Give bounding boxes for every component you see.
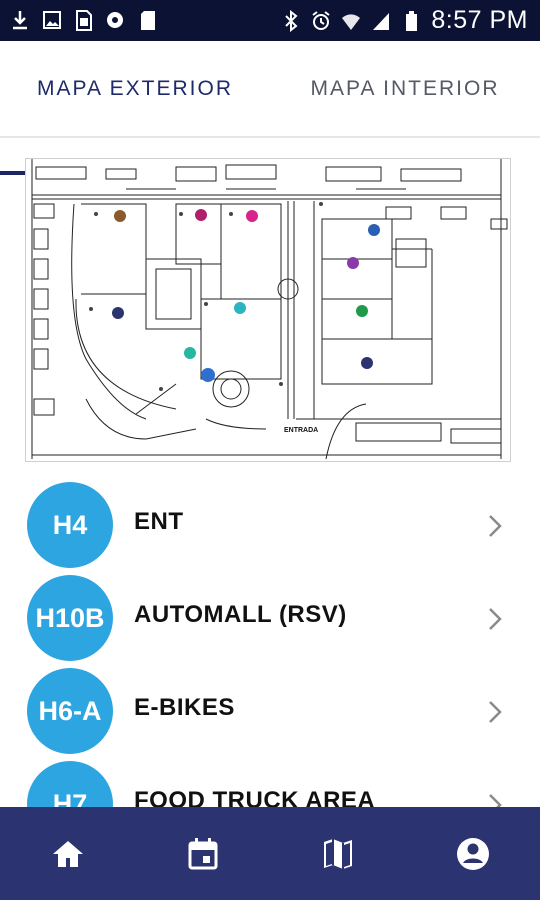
exterior-map[interactable]: ENTRADA	[25, 158, 511, 462]
location-row-h7[interactable]: H7 FOOD TRUCK AREA	[0, 757, 540, 807]
location-name: FOOD TRUCK AREA	[134, 787, 376, 807]
location-row-h6a[interactable]: H6-A E-BIKES	[0, 664, 540, 756]
voicemail-icon	[107, 12, 123, 28]
chevron-right-icon	[489, 515, 502, 537]
map-marker-h11[interactable]	[356, 305, 368, 317]
alarm-icon	[312, 10, 330, 30]
chevron-right-icon	[489, 701, 502, 723]
location-name: E-BIKES	[134, 694, 235, 721]
tab-mapa-interior[interactable]: MAPA INTERIOR	[310, 76, 500, 100]
sd-card-icon	[141, 11, 155, 30]
map-marker-h7[interactable]	[112, 307, 124, 319]
location-code-badge: H10B	[27, 575, 113, 661]
nav-calendar-button[interactable]	[183, 835, 223, 873]
nav-home-button[interactable]	[48, 835, 88, 873]
tab-mapa-exterior[interactable]: MAPA EXTERIOR	[37, 76, 233, 100]
nav-account-button[interactable]	[453, 835, 493, 873]
signal-icon	[373, 12, 390, 30]
location-row-h10b[interactable]: H10B AUTOMALL (RSV)	[0, 571, 540, 663]
status-bar: 8:57 PM	[0, 0, 540, 41]
bluetooth-icon	[285, 9, 298, 32]
home-icon	[53, 841, 83, 867]
sim-card-icon	[76, 10, 92, 31]
calendar-icon	[188, 838, 218, 870]
location-list: H4 ENT H10B AUTOMALL (RSV) H6-A E-BIKES …	[0, 470, 540, 807]
map-entrance-label: ENTRADA	[284, 427, 318, 434]
map-marker-h8[interactable]	[114, 210, 126, 222]
location-row-h4[interactable]: H4 ENT	[0, 478, 540, 570]
location-code-badge: H4	[27, 482, 113, 568]
location-name: ENT	[134, 508, 184, 535]
map-marker-h2[interactable]	[347, 257, 359, 269]
map-icon	[324, 839, 352, 869]
battery-icon	[406, 10, 418, 31]
location-code-badge: H7	[27, 761, 113, 807]
map-marker-h4[interactable]	[361, 357, 373, 369]
location-code-badge: H6-A	[27, 668, 113, 754]
chevron-right-icon	[489, 608, 502, 630]
account-icon	[457, 838, 489, 870]
map-marker-h3[interactable]	[368, 224, 380, 236]
nav-map-button[interactable]	[318, 835, 358, 873]
location-name: AUTOMALL (RSV)	[134, 601, 347, 628]
chevron-right-icon	[489, 794, 502, 807]
download-icon	[13, 11, 27, 30]
tab-bar: MAPA EXTERIOR MAPA INTERIOR	[0, 41, 540, 175]
map-marker-h5[interactable]	[234, 302, 246, 314]
map-marker-h6a[interactable]	[184, 347, 196, 359]
map-marker-h10[interactable]	[201, 368, 215, 382]
image-icon	[43, 11, 61, 29]
map-drawing: ENTRADA	[31, 159, 508, 460]
wifi-icon	[342, 13, 361, 30]
map-marker-h1[interactable]	[246, 210, 258, 222]
bottom-navigation	[0, 807, 540, 900]
map-marker-h9[interactable]	[195, 209, 207, 221]
status-time: 8:57 PM	[431, 6, 528, 34]
